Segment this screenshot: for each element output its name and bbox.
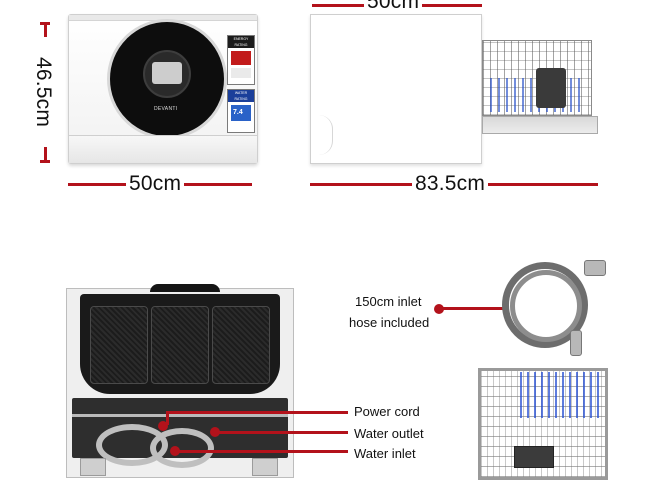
cutlery-basket — [514, 446, 554, 468]
back-vent-panel-middle — [151, 306, 209, 384]
energy-value-box — [231, 68, 251, 78]
hose-coil-icon — [502, 262, 588, 348]
side-top-width-label: 50cm — [364, 0, 423, 14]
front-width-label: 50cm — [126, 172, 185, 196]
water-rating-value: 7.4 — [231, 105, 251, 121]
cutlery-rack — [490, 78, 580, 112]
display-window — [152, 62, 182, 84]
brand-logo: DEVANTI — [154, 106, 178, 112]
hose-line — [440, 307, 506, 310]
front-height-cap-bottom — [40, 160, 50, 163]
cutlery-basket-icon — [536, 68, 566, 108]
back-lower-stripe — [72, 414, 288, 417]
hose-connector-top — [584, 260, 606, 276]
water-rating-label: WATER RATING 7.4 — [227, 89, 255, 133]
hose-label-line1: 150cm inlet — [355, 294, 422, 309]
hose-coil-inner — [510, 270, 582, 342]
front-height-cap-top — [40, 22, 50, 25]
back-foot-right — [252, 458, 278, 476]
hose-connector-bottom — [570, 330, 582, 356]
energy-rating-label: ENERGY RATING — [227, 35, 255, 85]
cutlery-tray — [520, 372, 600, 418]
power-cord-line — [166, 411, 348, 414]
water-inlet-dot — [170, 446, 180, 456]
dishwasher-side — [310, 14, 482, 164]
hose-dot — [434, 304, 444, 314]
power-cord-label: Power cord — [354, 404, 420, 419]
water-outlet-label: Water outlet — [354, 426, 424, 441]
hose-label-line2: hose included — [349, 315, 430, 330]
back-top-cap — [150, 284, 220, 292]
energy-rating-header: ENERGY RATING — [228, 36, 254, 48]
power-cord-line-connector — [166, 411, 169, 425]
back-foot-left — [80, 458, 106, 476]
front-height-label: 46.5cm — [31, 37, 55, 147]
side-handle-notch — [313, 115, 333, 155]
water-outlet-line — [218, 431, 348, 434]
water-outlet-dot — [210, 427, 220, 437]
dishwasher-front: DEVANTI ENERGY RATING WATER RATING 7.4 — [68, 14, 258, 164]
water-inlet-label: Water inlet — [354, 446, 416, 461]
water-rating-header: WATER RATING — [228, 90, 254, 102]
power-cord-dot — [158, 421, 168, 431]
energy-stars-icon — [231, 51, 251, 65]
control-panel-circle: DEVANTI — [107, 19, 227, 139]
water-inlet-line — [178, 450, 348, 453]
back-vent-panel-right — [212, 306, 270, 384]
coiled-hose-icon — [150, 428, 214, 468]
side-depth-label: 83.5cm — [412, 172, 489, 196]
front-base — [69, 135, 257, 163]
open-door — [482, 116, 598, 134]
back-vent-panel-left — [90, 306, 148, 384]
